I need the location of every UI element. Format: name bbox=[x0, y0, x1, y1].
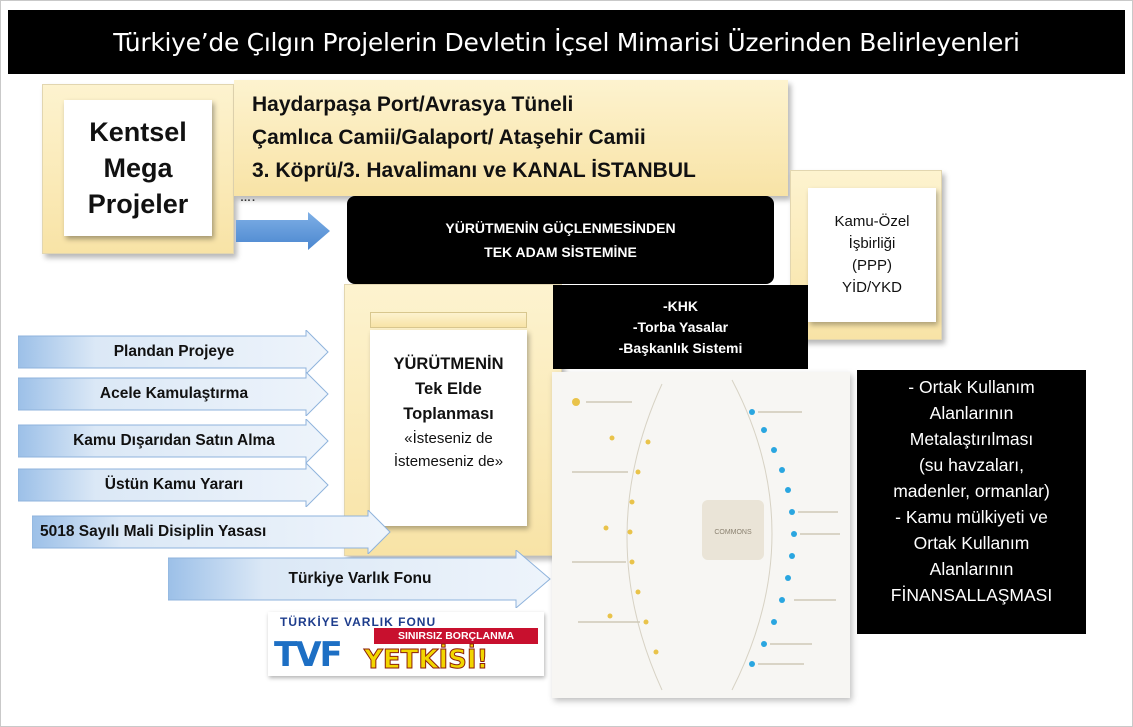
commons-line: Ortak Kullanım bbox=[913, 533, 1030, 553]
mega-projects-card: Kentsel Mega Projeler bbox=[64, 100, 212, 236]
commons-line: Alanlarının bbox=[929, 403, 1014, 423]
commons-line: FİNANSALLAŞMASI bbox=[890, 585, 1053, 605]
arrow-plandan-projeye: Plandan Projeye bbox=[17, 328, 330, 376]
ppp-line: Kamu-Özel bbox=[834, 213, 910, 230]
connector-arrow-icon bbox=[236, 212, 330, 250]
ppp-line: YİD/YKD bbox=[841, 279, 902, 296]
arrow-shape-icon bbox=[167, 548, 551, 610]
tvf-small-text: TÜRKİYE VARLIK FONU bbox=[280, 615, 437, 629]
mindmap-center-label: COMMONS bbox=[714, 529, 752, 536]
khk-line: -Torba Yasalar bbox=[632, 318, 729, 335]
khk-box: -KHK -Torba Yasalar -Başkanlık Sistemi bbox=[553, 285, 808, 369]
arrow-label: Üstün Kamu Yararı bbox=[104, 476, 244, 493]
arrow-kamu-disaridan-satin-alma: Kamu Dışarıdan Satın Alma bbox=[17, 417, 330, 465]
project-line: Haydarpaşa Port/Avrasya Tüneli bbox=[252, 93, 574, 116]
khk-line: -KHK bbox=[663, 297, 698, 314]
arrow-shape-icon bbox=[17, 461, 329, 509]
arrow-label: Türkiye Varlık Fonu bbox=[288, 570, 432, 587]
project-line: 3. Köprü/3. Havalimanı ve KANAL İSTANBUL bbox=[252, 159, 696, 182]
mega-line: Kentsel bbox=[89, 117, 187, 147]
arrow-turkiye-varlik-fonu: Türkiye Varlık Fonu bbox=[167, 548, 552, 610]
exec-card-line: Toplanması bbox=[403, 405, 494, 423]
commons-line: - Kamu mülkiyeti ve bbox=[895, 507, 1048, 527]
commons-line: Metalaştırılması bbox=[909, 429, 1034, 449]
mega-line: Projeler bbox=[87, 189, 189, 219]
tvf-logo-image: TÜRKİYE VARLIK FONU TVF SINIRSIZ BORÇLAN… bbox=[268, 612, 544, 676]
arrow-label: 5018 Sayılı Mali Disiplin Yasası bbox=[40, 523, 267, 540]
projects-list-panel: Haydarpaşa Port/Avrasya Tüneli Çamlıca C… bbox=[234, 80, 788, 196]
executive-card-stripe bbox=[370, 312, 527, 328]
arrow-shape-icon bbox=[31, 508, 391, 556]
arrow-ustun-kamu-yarari: Üstün Kamu Yararı bbox=[17, 461, 330, 509]
commons-line: Alanlarının bbox=[929, 559, 1014, 579]
commons-box: - Ortak Kullanım Alanlarının Metalaştırı… bbox=[857, 370, 1086, 634]
arrow-shape-icon bbox=[17, 417, 329, 465]
slide-title: Türkiye’de Çılgın Projelerin Devletin İç… bbox=[8, 10, 1125, 74]
tvf-red-banner: SINIRSIZ BORÇLANMA bbox=[374, 628, 538, 644]
executive-line: TEK ADAM SİSTEMİNE bbox=[484, 244, 637, 260]
executive-card: YÜRÜTMENİN Tek Elde Toplanması «İsteseni… bbox=[370, 330, 527, 526]
arrow-shape-icon bbox=[17, 370, 329, 418]
ppp-line: İşbirliği bbox=[848, 235, 896, 252]
arrow-label: Acele Kamulaştırma bbox=[99, 385, 249, 402]
exec-card-line: «İsteseniz de bbox=[404, 430, 493, 447]
exec-card-line: İstemeseniz de» bbox=[393, 453, 504, 470]
tvf-yellow-text: YETKİSİ! bbox=[363, 645, 489, 675]
ppp-line: (PPP) bbox=[851, 257, 892, 274]
tvf-letters: TVF bbox=[274, 635, 343, 675]
projects-ellipsis: …. bbox=[240, 192, 257, 204]
project-line: Çamlıca Camii/Galaport/ Ataşehir Camii bbox=[252, 126, 646, 149]
commons-line: (su havzaları, bbox=[918, 455, 1025, 475]
arrow-5018-mali-disiplin: 5018 Sayılı Mali Disiplin Yasası bbox=[31, 508, 392, 556]
arrow-label: Plandan Projeye bbox=[113, 343, 235, 360]
commons-line: madenler, ormanlar) bbox=[893, 481, 1050, 501]
mega-line: Mega bbox=[103, 153, 173, 183]
exec-card-line: Tek Elde bbox=[415, 380, 482, 398]
arrow-label: Kamu Dışarıdan Satın Alma bbox=[73, 432, 275, 449]
executive-power-box: YÜRÜTMENİN GÜÇLENMESİNDEN TEK ADAM SİSTE… bbox=[347, 196, 774, 284]
khk-line: -Başkanlık Sistemi bbox=[618, 339, 743, 356]
arrow-acele-kamulastirma: Acele Kamulaştırma bbox=[17, 370, 330, 418]
exec-card-line: YÜRÜTMENİN bbox=[393, 355, 504, 373]
commons-mindmap-image: COMMONS bbox=[552, 372, 850, 698]
commons-line: - Ortak Kullanım bbox=[908, 377, 1035, 397]
ppp-card: Kamu-Özel İşbirliği (PPP) YİD/YKD bbox=[808, 188, 936, 322]
mindmap-drawing: COMMONS bbox=[572, 379, 840, 691]
executive-line: YÜRÜTMENİN GÜÇLENMESİNDEN bbox=[445, 220, 676, 236]
arrow-shape-icon bbox=[17, 328, 329, 376]
